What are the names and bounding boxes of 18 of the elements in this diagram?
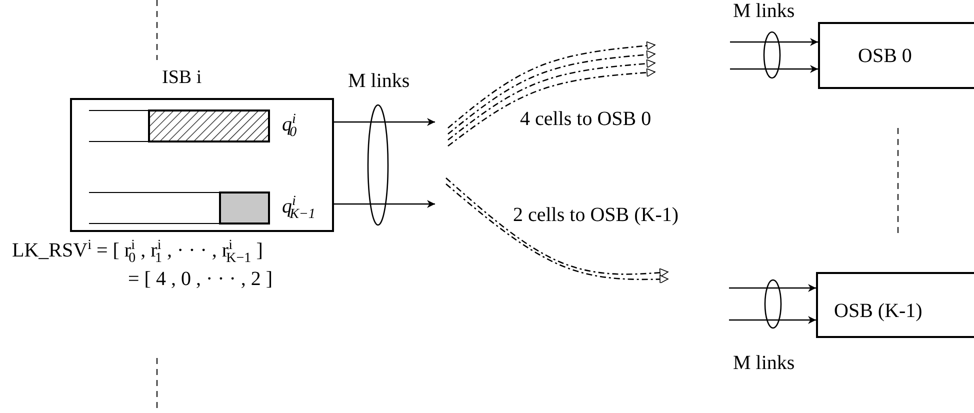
block-title: ISB i [162,68,202,89]
link-count-label: M links [733,352,795,374]
block-box [816,272,974,338]
arrow [729,284,816,292]
formula: LK_RSV$^{i}$ = [ r$^{i}$$_{0}$ , r$^{i}$$_{1}$ , · · · , r$^{i}$$_{K−1}$ ] [12,238,263,266]
arrow [334,118,435,126]
flow-label: 4 cells to OSB 0 [520,108,652,130]
flow-label: 2 cells to OSB (K-1) [513,204,679,226]
arrow [730,65,818,73]
block-box [818,22,974,89]
block-label: OSB (K-1) [834,300,922,322]
arrow [730,38,818,46]
block-label: OSB 0 [858,45,912,67]
formula: = [ 4 , 0 , · · · , 2 ] [128,268,273,290]
link-count-label: M links [733,0,795,22]
arrow [334,200,435,208]
link-count-label: M links [348,70,410,92]
arrow [729,316,816,324]
